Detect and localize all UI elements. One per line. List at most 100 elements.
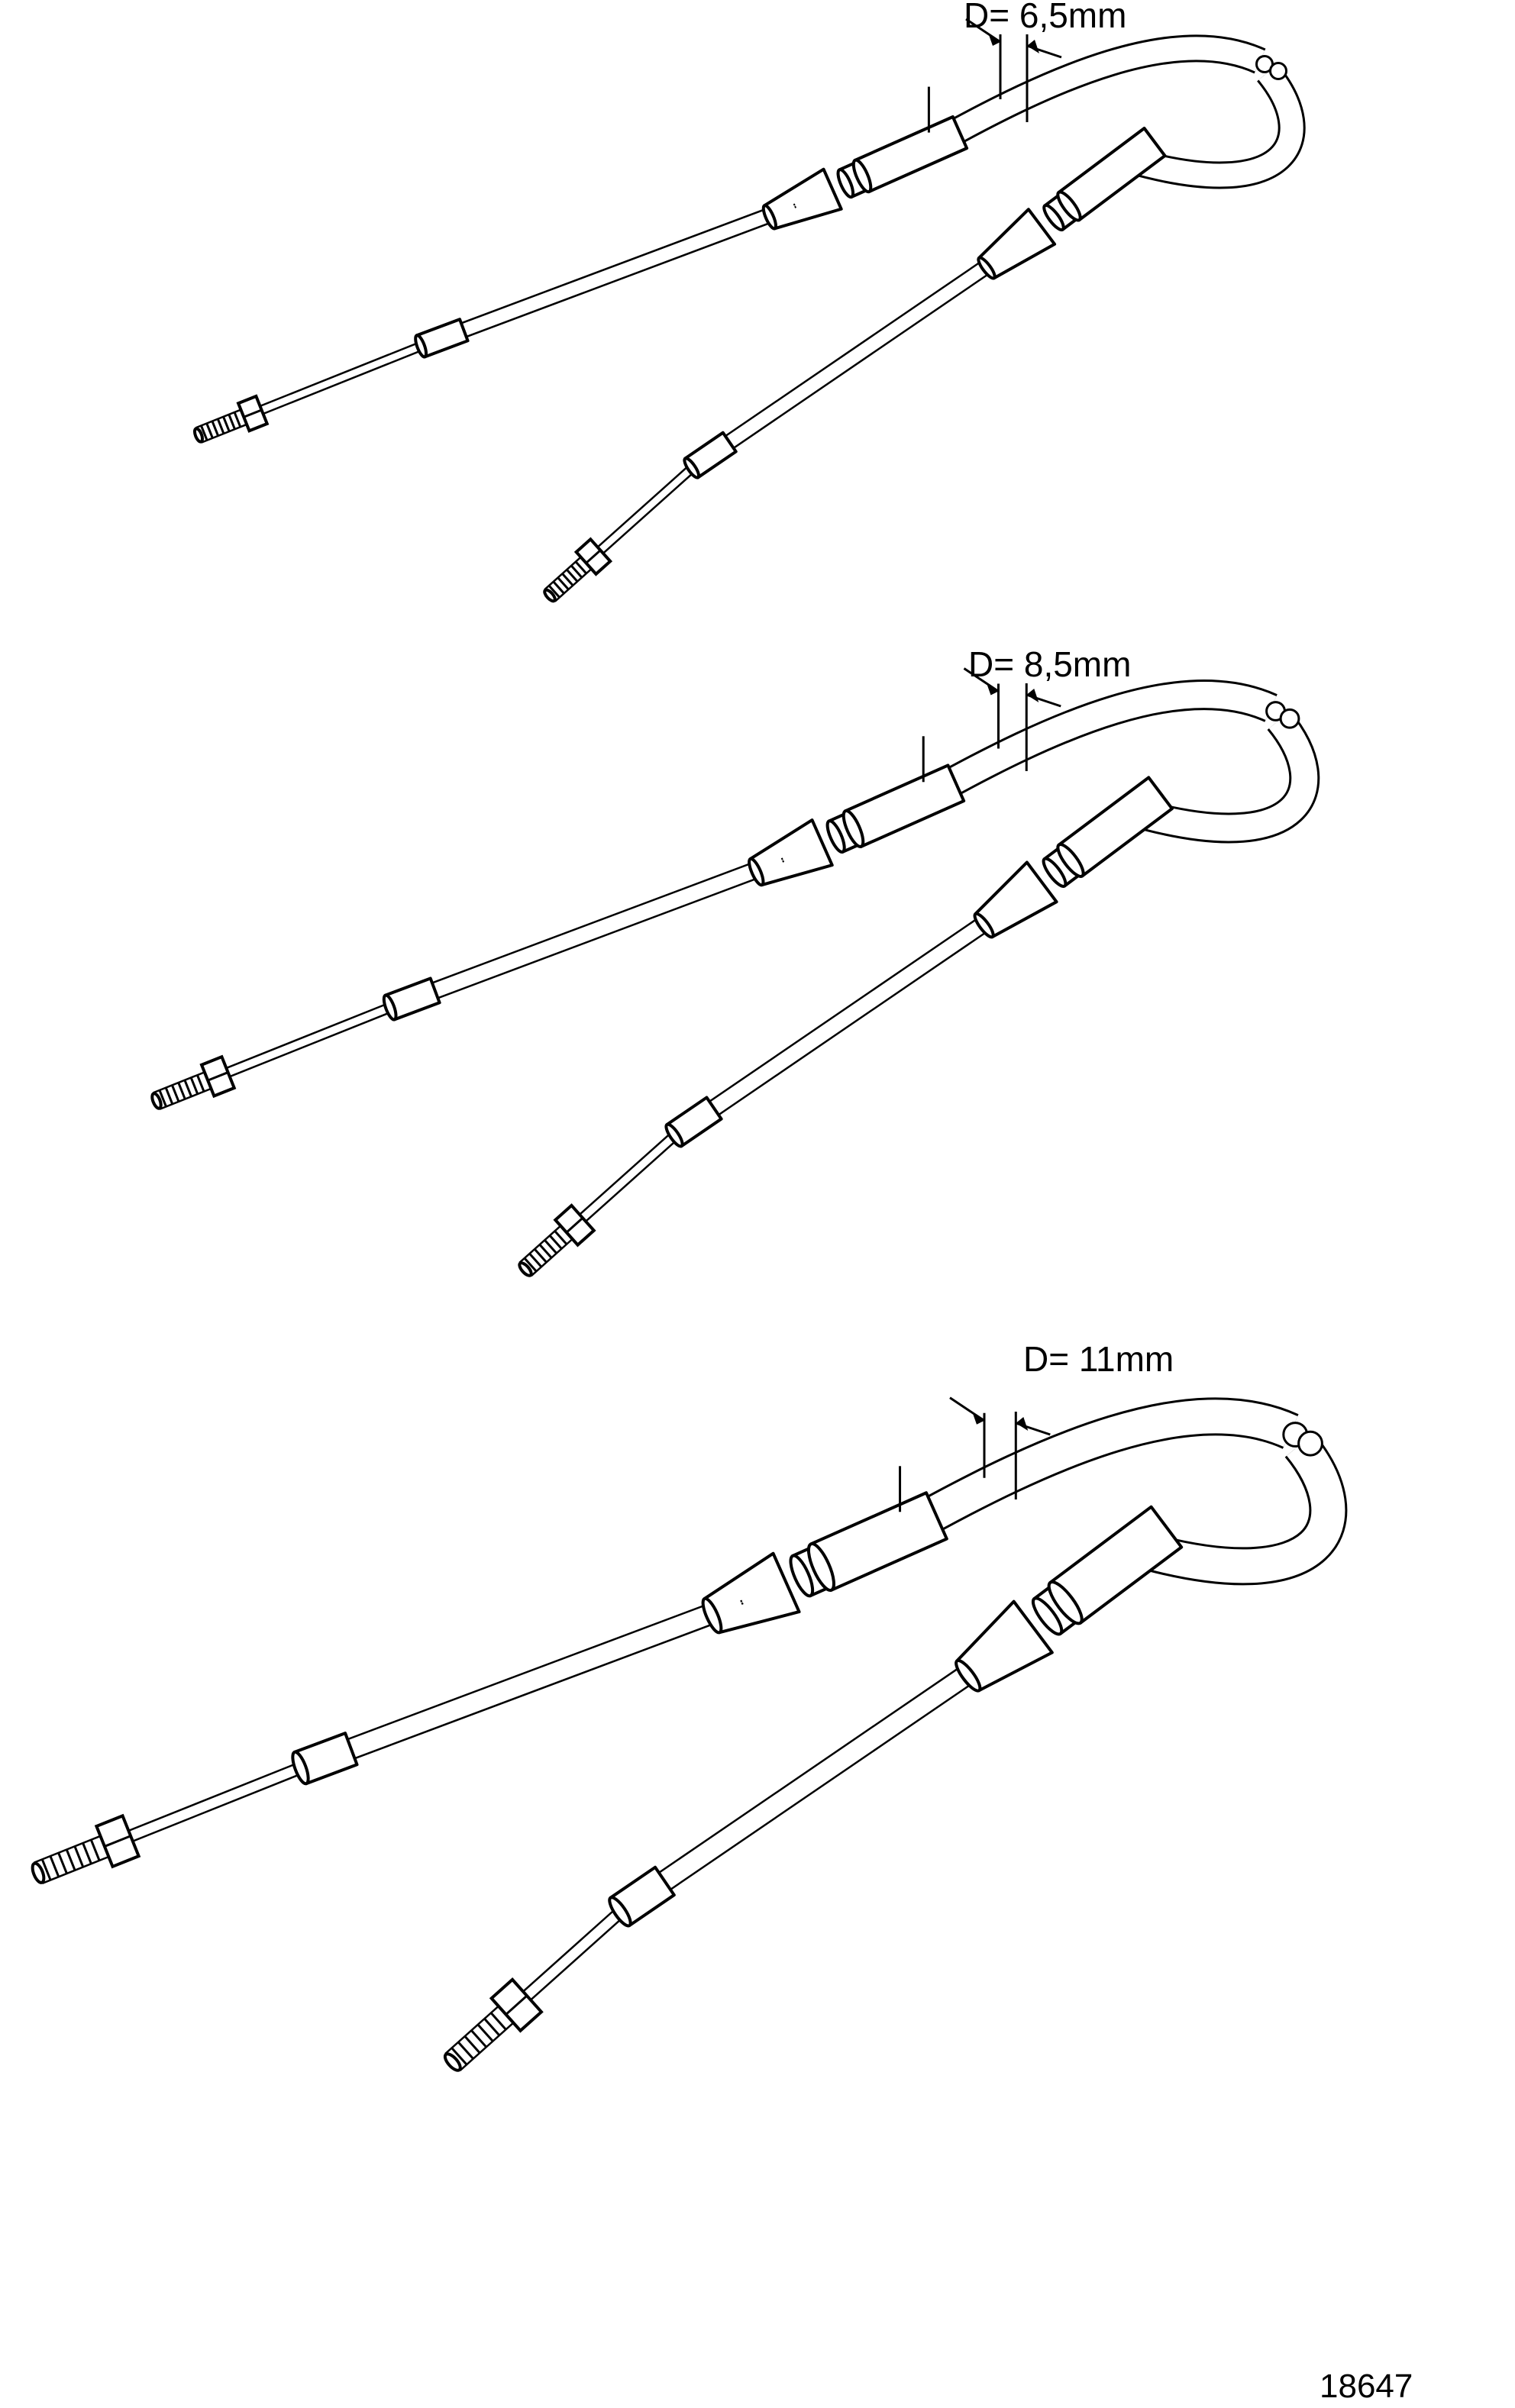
spacer-upper-fill xyxy=(741,1601,743,1603)
threaded-end-upper-thread xyxy=(158,1089,167,1107)
threaded-end-upper-thread xyxy=(165,1087,173,1105)
collar-lower-end xyxy=(1042,203,1065,232)
cable-3 xyxy=(31,1396,1348,2072)
threaded-end-upper-nut-edge xyxy=(243,408,263,418)
arrow-head xyxy=(972,1411,984,1425)
conduit-lower-fill xyxy=(674,902,1011,1139)
threaded-end-upper-thread xyxy=(171,1085,180,1102)
dimension-label-cable-3: D= 11mm xyxy=(1023,1339,1174,1379)
conduit-lower-fill xyxy=(691,247,1012,471)
ferrule-lower-end xyxy=(955,1658,982,1693)
threaded-end-upper-thread xyxy=(211,421,219,436)
threaded-end-lower-thread xyxy=(553,581,565,594)
collar-upper-end xyxy=(789,1554,815,1598)
threaded-end-lower-thread xyxy=(490,2012,507,2030)
threaded-end-lower-thread xyxy=(548,585,560,598)
threaded-end-lower-nut-edge xyxy=(505,1994,528,2016)
threaded-end-upper-thread xyxy=(190,1077,199,1094)
end-fitting-upper-end xyxy=(841,809,865,848)
hose-lower xyxy=(1131,712,1318,841)
dimension-label-cable-2: D= 8,5mm xyxy=(968,644,1131,684)
threaded-end-lower-thread xyxy=(566,569,578,583)
figure-number: 18647 xyxy=(1320,2368,1413,2405)
cables-layer xyxy=(31,18,1348,2072)
ferrule-lower-end xyxy=(973,912,995,939)
threaded-end-lower-thread xyxy=(477,2024,494,2042)
rod-sleeve-upper-end xyxy=(291,1750,310,1786)
threaded-end-upper-tip xyxy=(150,1092,163,1110)
threaded-end-lower-thread xyxy=(549,1235,563,1250)
threaded-end-upper-thread xyxy=(183,1080,192,1097)
collar-upper-end xyxy=(825,819,846,854)
threaded-end-lower-thread xyxy=(464,2035,481,2054)
cable-2 xyxy=(150,667,1320,1277)
conduit-lower-fill xyxy=(619,1649,999,1917)
arrow-head xyxy=(986,682,999,696)
ferrule-lower-end xyxy=(977,256,997,280)
threaded-end-lower-thread xyxy=(451,2047,467,2065)
arrow-head xyxy=(988,33,1000,46)
rod-sleeve-lower-end xyxy=(683,457,701,479)
rod-sleeve-lower-end xyxy=(664,1122,684,1148)
threaded-end-lower-thread xyxy=(539,1244,552,1258)
end-fitting-upper-end xyxy=(806,1542,835,1592)
arrow-head xyxy=(1026,689,1039,702)
threaded-end-lower-thread xyxy=(483,2018,500,2036)
threaded-end-lower-nut-edge xyxy=(585,549,602,564)
break-mark xyxy=(1269,62,1287,80)
threaded-end-lower-thread xyxy=(570,565,583,578)
threaded-end-lower-thread xyxy=(534,1248,548,1263)
threaded-end-lower-thread xyxy=(470,2029,487,2048)
threaded-end-upper-tip xyxy=(192,427,205,444)
end-fitting-lower-end xyxy=(1056,843,1085,878)
threaded-end-lower-thread xyxy=(561,573,573,586)
arrow-head xyxy=(1016,1417,1029,1431)
threaded-end-upper-thread xyxy=(233,412,241,428)
threaded-end-upper-thread xyxy=(41,1859,52,1880)
threaded-end-upper-thread xyxy=(66,1849,76,1871)
hose-lower xyxy=(1132,1434,1345,1583)
threaded-end-upper-thread xyxy=(196,1075,205,1092)
cable-1 xyxy=(192,18,1306,603)
ferrule-upper-end xyxy=(748,857,765,887)
threaded-end-lower-thread xyxy=(528,1253,542,1267)
end-fitting-lower-end xyxy=(1056,190,1082,222)
threaded-end-lower-thread xyxy=(557,577,570,590)
threaded-end-upper-thread xyxy=(90,1839,101,1861)
threaded-end-lower-thread xyxy=(457,2042,474,2060)
collar-lower-end xyxy=(1031,1596,1064,1636)
spacer-upper-fill xyxy=(793,205,796,207)
conduit-upper-fill xyxy=(305,1593,745,1774)
threaded-end-lower-thread xyxy=(554,1230,567,1245)
threaded-end-upper-thread xyxy=(57,1852,68,1874)
threaded-end-upper-thread xyxy=(200,425,208,441)
arrow-head xyxy=(1027,40,1039,53)
threaded-end-upper-thread xyxy=(228,414,236,430)
hose-lower xyxy=(1126,65,1303,187)
threaded-end-upper-tip xyxy=(31,1861,46,1884)
threaded-end-lower-tip xyxy=(518,1261,533,1277)
collar-lower-end xyxy=(1042,857,1068,888)
rod-sleeve-lower-end xyxy=(608,1896,632,1928)
threaded-end-upper-nut-edge xyxy=(207,1071,229,1082)
threaded-end-lower-thread xyxy=(575,561,587,574)
end-fitting-lower-end xyxy=(1047,1580,1084,1625)
threaded-end-upper-thread xyxy=(49,1855,60,1877)
dimension-label-cable-1: D= 6,5mm xyxy=(964,0,1126,35)
break-mark xyxy=(1297,1430,1323,1457)
threaded-end-upper-thread xyxy=(205,423,214,438)
threaded-end-upper-thread xyxy=(82,1842,92,1864)
rod-sleeve-upper-end xyxy=(382,993,398,1022)
threaded-end-lower-tip xyxy=(543,588,557,603)
ferrule-upper-end xyxy=(701,1596,723,1635)
threaded-end-lower-tip xyxy=(443,2052,462,2072)
collar-upper-end xyxy=(836,168,855,199)
break-mark xyxy=(1279,708,1300,729)
threaded-end-upper-thread xyxy=(222,416,231,432)
threaded-end-upper-thread xyxy=(217,418,225,434)
threaded-end-upper-thread xyxy=(73,1846,85,1867)
ferrule-upper-end xyxy=(761,204,777,231)
hose-upper xyxy=(895,1399,1298,1545)
hose-upper xyxy=(925,37,1265,156)
conduit-upper-fill xyxy=(425,200,796,350)
